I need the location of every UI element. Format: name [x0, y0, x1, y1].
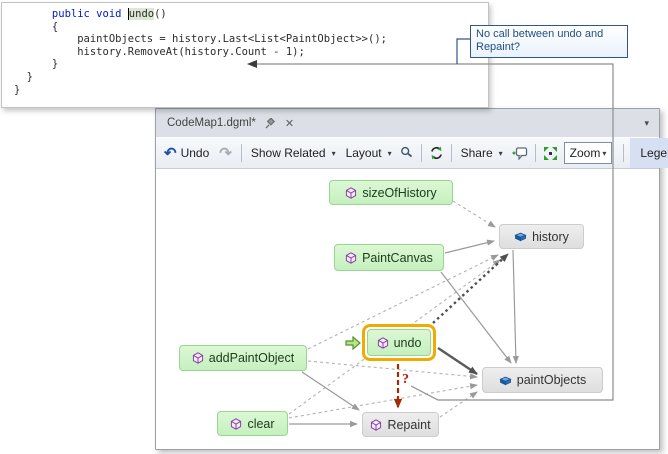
document-tab-strip: CodeMap1.dgml* ✕ ▾ [156, 109, 659, 137]
show-related-label: Show Related [250, 146, 326, 160]
node-label: PaintCanvas [362, 250, 433, 265]
chevron-down-icon: ▾ [498, 148, 503, 158]
layout-dropdown[interactable]: Layout ▾ [341, 142, 397, 164]
magnifier-icon [400, 146, 412, 158]
code-line: public void undo() [14, 8, 488, 21]
selection-outline-undo: undo [362, 324, 436, 361]
zoom-to-fit-button[interactable] [540, 142, 561, 164]
legend-button[interactable]: Legend [630, 138, 668, 168]
map-canvas[interactable]: sizeOfHistory history PaintCanvas undo a… [156, 169, 659, 449]
edges-layer [288, 200, 519, 428]
edge-addPaintObject-to-paintObjects[interactable] [307, 360, 478, 380]
node-history[interactable]: history [499, 224, 584, 249]
toolbar-separator [240, 144, 242, 162]
node-label: undo [393, 335, 422, 350]
edge-PaintCanvas-to-history[interactable] [444, 239, 495, 254]
chevron-down-icon: ▾ [602, 148, 607, 158]
edge-undo-to-paintObjects[interactable] [437, 347, 478, 375]
field-icon [514, 231, 527, 242]
share-dropdown[interactable]: Share ▾ [456, 142, 508, 164]
legend-label: Legend [640, 146, 668, 160]
chevron-down-icon: ▾ [331, 148, 336, 158]
node-label: sizeOfHistory [362, 185, 437, 200]
edge-addPaintObject-to-Repaint[interactable] [301, 371, 360, 411]
code-editor-popup: public void undo() { paintObjects = hist… [1, 2, 489, 108]
undo-icon: ↶ [164, 144, 177, 162]
fit-screen-icon [543, 146, 557, 160]
method-icon [370, 418, 382, 431]
node-label: history [532, 229, 569, 244]
edge-history-to-paintObjects[interactable] [512, 249, 519, 364]
code-body[interactable]: public void undo() { paintObjects = hist… [2, 3, 488, 96]
toolbar-separator [420, 144, 422, 162]
redo-button[interactable]: ↷ [214, 142, 237, 164]
undo-button[interactable]: ↶ Undo [159, 142, 214, 164]
share-label: Share [460, 146, 493, 160]
code-keyword: public void [14, 8, 128, 20]
comment-callout[interactable]: No call between undo and Repaint? [470, 25, 628, 58]
node-addPaintObject[interactable]: addPaintObject [179, 345, 307, 371]
redo-icon: ↷ [219, 144, 232, 162]
code-highlighted-identifier: undo [127, 8, 155, 20]
edge-sizeOfHistory-to-history[interactable] [452, 200, 496, 228]
pin-icon[interactable] [265, 117, 276, 129]
code-line: } [14, 83, 21, 96]
method-icon [345, 251, 357, 264]
zoom-combobox[interactable]: Zoom ▾ [563, 142, 613, 164]
toolbar-separator [450, 144, 452, 162]
code-line: } [14, 70, 33, 83]
show-related-dropdown[interactable]: Show Related ▾ [246, 142, 341, 164]
code-map-window: CodeMap1.dgml* ✕ ▾ ↶ Undo ↷ Show Related… [155, 108, 668, 450]
node-PaintCanvas[interactable]: PaintCanvas [334, 244, 444, 271]
node-sizeOfHistory[interactable]: sizeOfHistory [329, 180, 453, 205]
field-icon [499, 375, 512, 386]
zoom-label: Zoom [569, 146, 601, 160]
map-toolbar: ↶ Undo ↷ Show Related ▾ Layout ▾ Share ▾ [156, 137, 668, 169]
edge-undo-to-history[interactable] [432, 253, 509, 324]
code-line: { [14, 20, 59, 33]
code-line: history.RemoveAt(history.Count - 1); [14, 45, 305, 58]
node-label: clear [247, 416, 275, 431]
edge-Repaint-to-paintObjects[interactable] [439, 391, 478, 418]
toolbar-separator [623, 144, 625, 162]
question-link-label[interactable]: ? [402, 372, 409, 387]
close-icon[interactable]: ✕ [284, 117, 295, 130]
node-label: paintObjects [516, 373, 587, 387]
tab-title: CodeMap1.dgml* [167, 117, 256, 129]
refresh-button[interactable] [426, 142, 447, 164]
layout-label: Layout [345, 146, 382, 160]
current-location-arrow-icon [345, 336, 361, 350]
comment-flag-icon [512, 147, 527, 160]
method-icon [230, 417, 242, 430]
tab-codemap[interactable]: CodeMap1.dgml* ✕ [156, 109, 302, 137]
chevron-down-icon: ▾ [387, 148, 392, 158]
code-text: () [154, 8, 167, 20]
method-icon [192, 352, 204, 364]
refresh-icon [430, 146, 442, 160]
new-comment-button[interactable] [508, 142, 531, 164]
node-label: addPaintObject [208, 351, 295, 365]
undo-label: Undo [180, 146, 210, 160]
node-clear[interactable]: clear [217, 411, 288, 436]
find-button[interactable] [397, 142, 417, 164]
node-undo[interactable]: undo [367, 329, 431, 356]
edge-PaintCanvas-to-paintObjects[interactable] [440, 271, 512, 364]
node-paintObjects[interactable]: paintObjects [482, 367, 603, 393]
node-label: Repaint [387, 417, 431, 432]
code-line: paintObjects = history.Last<List<PaintOb… [14, 33, 387, 46]
method-icon [345, 186, 357, 199]
tab-overflow-chevron-icon[interactable]: ▾ [644, 118, 649, 128]
node-Repaint[interactable]: Repaint [362, 412, 439, 437]
code-line: } [14, 58, 59, 71]
edge-clear-to-paintObjects[interactable] [288, 383, 478, 419]
method-icon [377, 336, 389, 349]
toolbar-separator [534, 144, 536, 162]
